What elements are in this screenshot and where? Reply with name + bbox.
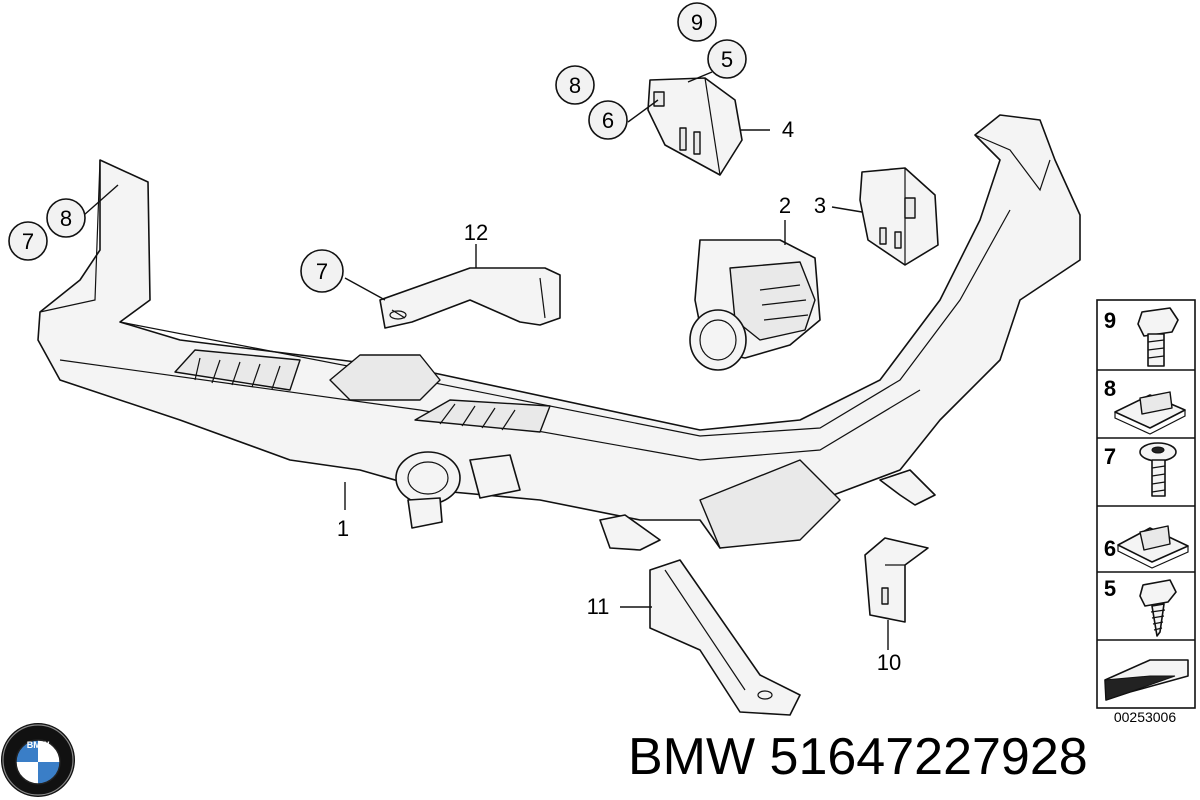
bracket-12-part xyxy=(379,267,561,329)
callout-8-left: 8 xyxy=(46,198,86,238)
torx-screw-icon xyxy=(1139,442,1177,497)
mounting-plate-part-4 xyxy=(647,77,743,176)
callout-7-left-label: 7 xyxy=(22,229,34,254)
callout-5-label: 5 xyxy=(721,47,733,72)
legend-label-8: 8 xyxy=(1104,376,1116,401)
headlight-carrier-part xyxy=(37,114,1081,551)
label-4: 4 xyxy=(782,117,794,142)
spring-nut-icon xyxy=(1117,525,1189,569)
callout-7-left: 7 xyxy=(8,221,48,261)
svg-text:BMW: BMW xyxy=(27,740,50,750)
clip-nut-icon xyxy=(1114,391,1186,435)
callout-8-top-label: 8 xyxy=(569,73,581,98)
callout-9-label: 9 xyxy=(691,10,703,35)
callout-8-left-label: 8 xyxy=(60,206,72,231)
label-12: 12 xyxy=(464,220,488,245)
caption-part-number: 51647227928 xyxy=(769,728,1088,786)
caption-brand: BMW xyxy=(628,728,756,786)
legend-label-7: 7 xyxy=(1104,444,1116,469)
callout-6-label: 6 xyxy=(602,108,614,133)
label-1: 1 xyxy=(337,516,349,541)
callout-9: 9 xyxy=(677,2,717,42)
leader-lines xyxy=(83,71,889,650)
support-bracket-part-11 xyxy=(649,559,801,716)
legend-label-6: 6 xyxy=(1104,536,1116,561)
callout-7-mid-label: 7 xyxy=(316,259,328,284)
callout-8-top: 8 xyxy=(555,65,595,105)
label-2: 2 xyxy=(779,193,791,218)
direction-arrow-icon xyxy=(1104,659,1189,701)
reference-code: 00253006 xyxy=(1114,709,1177,725)
headlight-socket-part-2 xyxy=(689,239,821,371)
callout-5: 5 xyxy=(707,39,747,79)
legend-label-9: 9 xyxy=(1104,308,1116,333)
part-number-caption: BMW 51647227928 xyxy=(628,722,1188,792)
label-10: 10 xyxy=(877,650,901,675)
hex-bolt-icon xyxy=(1137,307,1179,367)
self-tapping-screw-icon xyxy=(1139,579,1177,637)
angle-bracket-part-10 xyxy=(864,537,929,623)
mounting-plate-part-3 xyxy=(859,167,939,266)
label-11: 11 xyxy=(587,594,610,619)
callout-7-mid: 7 xyxy=(300,249,344,293)
label-3: 3 xyxy=(814,193,826,218)
callout-6: 6 xyxy=(588,100,628,140)
bmw-logo-icon: BMW xyxy=(1,723,75,797)
legend-label-5: 5 xyxy=(1104,576,1116,601)
fastener-legend: 9 8 7 6 5 xyxy=(1096,299,1196,709)
